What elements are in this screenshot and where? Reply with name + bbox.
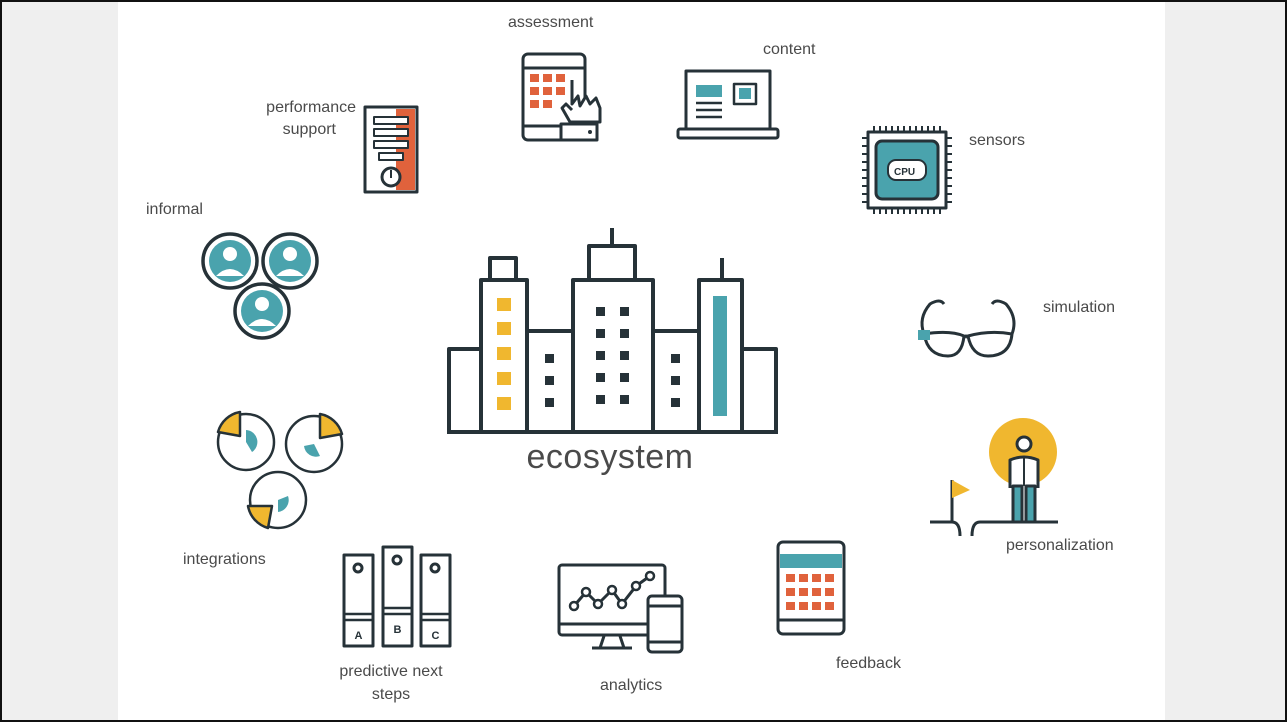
label-performance-line1: performance xyxy=(266,99,356,116)
binder-letter-a: A xyxy=(354,630,363,642)
city-buildings-icon xyxy=(447,228,778,434)
person-flag-icon xyxy=(930,418,1058,537)
label-feedback: feedback xyxy=(836,655,901,672)
label-personalization: personalization xyxy=(1006,537,1114,554)
binder-letter-b: B xyxy=(393,624,402,636)
left-margin xyxy=(2,2,118,720)
server-power-icon xyxy=(363,105,419,194)
label-simulation: simulation xyxy=(1043,299,1116,316)
right-margin xyxy=(1165,2,1285,720)
laptop-icon xyxy=(676,69,780,140)
label-predictive-line1: predictive next xyxy=(339,663,443,680)
label-sensors: sensors xyxy=(969,132,1026,149)
binders-icon xyxy=(342,545,452,648)
label-performance-line2: support xyxy=(282,121,336,138)
pie-charts-icon xyxy=(216,410,344,530)
people-group-icon xyxy=(201,232,319,340)
label-analytics: analytics xyxy=(600,677,663,694)
tablet-grid-icon xyxy=(776,540,846,636)
tablet-touch-icon xyxy=(521,52,602,142)
monitor-phone-chart-icon xyxy=(557,563,684,654)
cpu-chip-icon xyxy=(862,126,952,214)
label-integrations: integrations xyxy=(183,551,266,568)
binder-letter-c: C xyxy=(431,630,440,642)
ecosystem-title: ecosystem xyxy=(526,438,694,476)
label-assessment: assessment xyxy=(508,14,594,31)
label-predictive-line2: steps xyxy=(371,686,411,703)
label-informal: informal xyxy=(146,201,203,218)
smart-glasses-icon xyxy=(918,299,1016,358)
label-content: content xyxy=(763,41,816,58)
chip-text: CPU xyxy=(894,167,916,178)
